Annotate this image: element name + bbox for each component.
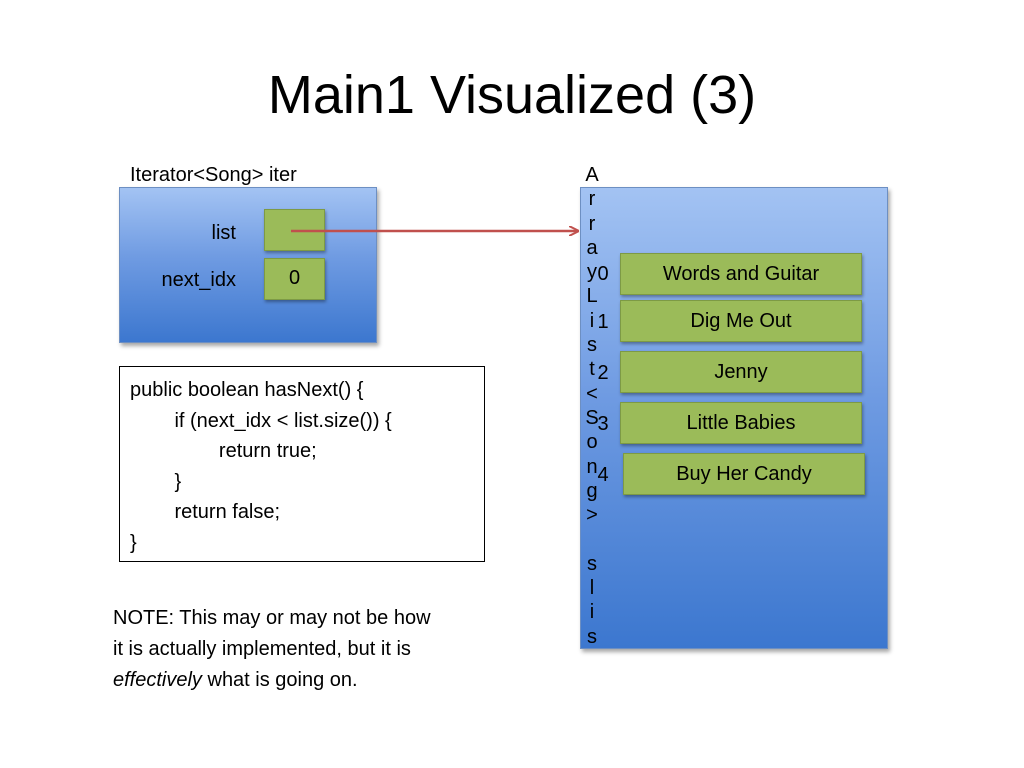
code-line: if (next_idx < list.size()) { (130, 409, 392, 432)
slide-title: Main1 Visualized (3) (267, 65, 757, 125)
code-line: return false; (130, 501, 281, 523)
iterator-object-box (119, 187, 377, 343)
caption-char: S (585, 406, 599, 429)
song-cell: Dig Me Out (620, 300, 862, 342)
code-line: } (130, 531, 137, 554)
caption-char: l (589, 577, 595, 600)
caption-char: s (587, 334, 597, 357)
caption-char: s (587, 625, 597, 648)
note-emphasis: effectively (113, 669, 202, 691)
caption-char: r (588, 188, 596, 211)
code-line: } (130, 470, 182, 493)
caption-char: o (586, 431, 598, 454)
caption-char: t (589, 358, 595, 381)
field-label-next-idx: next_idx (161, 269, 237, 291)
array-index: 0 (597, 263, 609, 285)
caption-char: g (586, 479, 598, 502)
array-index: 1 (597, 311, 609, 333)
code-block-hasnext: public boolean hasNext() { if (next_idx … (119, 366, 485, 562)
caption-char: y (587, 261, 597, 284)
caption-char: A (585, 164, 599, 186)
song-cell: Jenny (620, 351, 862, 393)
caption-char: r (588, 212, 596, 235)
caption-char: n (586, 455, 598, 478)
array-index: 3 (597, 413, 609, 435)
iterator-caption: Iterator<Song> iter (130, 164, 297, 186)
code-line: return true; (130, 440, 317, 462)
caption-char: a (586, 236, 598, 259)
note-line-2: it is actually implemented, but it is (113, 638, 411, 660)
note-line-3: effectively what is going on. (113, 665, 513, 696)
song-cell: Buy Her Candy (623, 453, 865, 495)
caption-char: i (589, 309, 595, 332)
caption-char: L (586, 285, 598, 308)
implementation-note: NOTE: This may or may not be how it is a… (113, 603, 513, 696)
code-line: public boolean hasNext() { (130, 379, 364, 401)
song-cell: Words and Guitar (620, 253, 862, 295)
array-index: 4 (597, 464, 609, 486)
caption-char: < (586, 382, 598, 405)
note-line-3-rest: what is going on. (201, 669, 358, 691)
arraylist-caption-vertical: A r r a y L i s t < S o n g > s l i s (581, 163, 603, 649)
song-cell: Little Babies (620, 402, 862, 444)
caption-char: i (589, 601, 595, 624)
note-line-1: NOTE: This may or may not be how (113, 607, 431, 629)
array-index: 2 (597, 362, 609, 384)
caption-char: > (586, 504, 598, 527)
field-cell-next-idx: 0 (264, 258, 325, 300)
field-label-list: list (211, 222, 236, 244)
caption-char: s (587, 552, 597, 575)
